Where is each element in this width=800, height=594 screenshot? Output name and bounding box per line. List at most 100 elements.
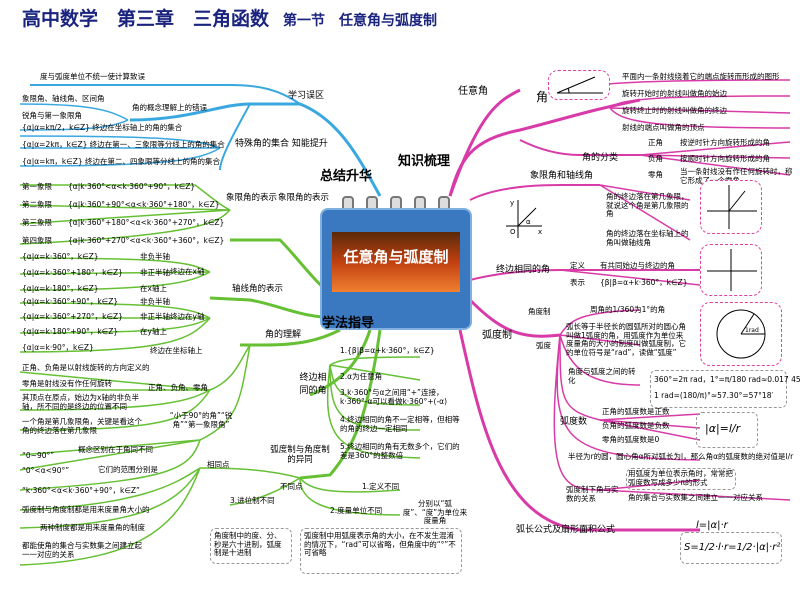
class-1-name: 负角: [648, 154, 663, 163]
diff-item-2: 3.进位制不同: [230, 496, 275, 505]
quad-graph-1-svg: x y O α: [506, 199, 542, 238]
rad-num-1: 负角的弧度数是负数: [602, 421, 670, 430]
quadrant-label: 象限角的表示: [226, 193, 278, 203]
und-item-3: 一个角是第几象限角，关键是看这个角的终边落在第几象限: [22, 417, 142, 435]
conv-label: 角度与弧度之间的转化: [568, 367, 636, 385]
small90-desc-1: 它们的范围分别是: [98, 465, 158, 474]
rad-vs-deg-label: 弧度制与角度制的异同: [270, 445, 330, 465]
quadrant-1-set: {α|k·360°+90°<α<k·360°+180°，k∈Z}: [68, 200, 220, 209]
formula-abs: |α|=l/r: [705, 422, 741, 435]
small90-item-0: “0~90°”: [22, 451, 55, 460]
main-title: 高中数学 第三章 三角函数: [22, 8, 270, 30]
page-title: 高中数学 第三章 三角函数第一节 任意角与弧度制: [22, 4, 437, 31]
radian-circle-box: 1rad: [700, 302, 782, 366]
angle-sketch-box: [548, 70, 610, 100]
y-axis-label: 终边在y轴: [170, 312, 205, 321]
l-formula: l=|α|·r: [696, 520, 728, 531]
und-item-2: 其顶点在原点，始边为x轴的非负半轴，所不同的是终边的位置不同: [22, 393, 139, 411]
diff-box-2: [300, 528, 462, 574]
quad-graph-1: x y O α: [502, 196, 544, 240]
graph-o: O: [510, 228, 516, 236]
common-text-1: 两种制度都是用来度量角的制度: [40, 523, 145, 532]
class-0-desc: 按逆时针方向旋转形成的角: [680, 138, 770, 147]
ability-label: 特殊角的集合 知能提升: [235, 139, 328, 149]
quad-text: 角的终边落在第几象限，就说这个角是第几象限的角: [606, 192, 689, 219]
center-card: 任意角与弧度制: [322, 196, 470, 328]
rotation-item-1: 旋转终止时的射线叫做角的终边: [622, 106, 727, 115]
rep-label: 表示: [570, 278, 585, 287]
rad-num-label: 弧度数: [560, 417, 588, 427]
y-axis-0-desc: 非负半轴: [140, 297, 170, 306]
x-axis-1-set: {α|α=k·360°+180°，k∈Z}: [22, 268, 123, 277]
quad-axis-label: 象限角和轴线角: [530, 171, 594, 181]
s-formula-box: [680, 532, 782, 564]
def-label: 定义: [570, 261, 585, 270]
conv-line-1: 1 rad=(180/π)°≈57.30°=57°18′: [654, 391, 774, 400]
axis-graph-box: [700, 244, 762, 296]
ability-item-1: {α|α=2kπ，k∈Z} 终边在第一、三象限等分线上的角的集合: [22, 140, 225, 149]
degree-text: 周角的1/360为1°的角: [590, 305, 666, 314]
classification-label: 角的分类: [582, 153, 619, 163]
diff-text-0: 分别以“弧度”、“度”为单位来度量角: [402, 499, 468, 526]
rotation-item-0: 旋转开始时的射线叫做角的始边: [622, 89, 727, 98]
half-angle: 半径为r的圆，圆心角α所对弧长为l，那么角α的弧度数的绝对值是l/r: [568, 452, 794, 461]
diff-item-0: 1.定义不同: [362, 482, 400, 491]
rad-label: 弧度: [536, 341, 551, 350]
concept-item-0: 象限角、轴线角、区间角: [22, 94, 105, 103]
degree-def: 角度制: [528, 307, 551, 316]
small90-desc-0: 概念区别在于角同不同: [78, 445, 153, 454]
rad-num-0: 正角的弧度数是正数: [602, 407, 670, 416]
diff-box-1: [210, 528, 292, 564]
rad-text: 弧长等于半径长的圆弧所对的圆心角叫做1弧度的角，用弧度作为单位来度量角的大小的制…: [566, 322, 686, 357]
rr-item-1: 角的集合与实数集之间建立一一对应关系: [628, 493, 763, 502]
on-axes-desc: 终边在坐标轴上: [150, 346, 203, 355]
x-axis-label: 终边在x轴: [170, 267, 205, 276]
angle-label: 角: [536, 90, 549, 104]
radian-label: 弧度制: [482, 330, 512, 341]
graph-y: y: [510, 199, 514, 207]
quadrant-label2: 象限角的表示: [278, 193, 330, 203]
same-end-label: 终边相同的角: [496, 265, 551, 275]
diff-label: 不同点: [280, 482, 303, 491]
quadrant-3-set: {α|k·360°+270°<α<k·360°+360°，k∈Z}: [68, 236, 225, 245]
concept-item-1: 锐角与第一象限角: [22, 111, 82, 120]
graph-x: x: [538, 228, 542, 236]
y-axis-2-desc: 在y轴上: [140, 327, 167, 336]
center-image: [332, 232, 460, 292]
concept-error: 角的概念理解上的错误: [132, 103, 207, 112]
conv-line-0: 360°=2π rad，1°=π/180 rad≈0.017 453 rad: [654, 375, 800, 384]
diff-text-1: 角度制中的度、分、秒是六十进制，弧度制是十进制: [214, 531, 282, 558]
same-end-item-2: 3.k·360°与α之间用“+”连接，k·360°-α可以看做k·360°+(-…: [340, 388, 448, 406]
section-title: 第一节 任意角与弧度制: [283, 13, 438, 29]
quadrant-0-name: 第一象限: [22, 182, 52, 191]
def-text: 有共同始边与终边的角: [600, 261, 675, 270]
y-axis-1-set: {α|α=k·360°+270°，k∈Z}: [22, 312, 123, 321]
quadrant-1-name: 第二象限: [22, 200, 52, 209]
x-axis-0-set: {α|α=k·360°，k∈Z}: [22, 252, 99, 261]
class-2-name: 零角: [648, 170, 663, 179]
y-axis-1-desc: 非正半轴: [140, 312, 170, 321]
small90-item-1: “0°<α<90°”: [22, 466, 70, 475]
quad-graph-box-2: [700, 180, 762, 234]
common-text-0: 弧度制与角度制都是用来度量角大小的: [22, 505, 150, 514]
x-axis-0-desc: 非负半轴: [140, 252, 170, 261]
understanding-label: 角的理解: [265, 330, 302, 340]
quadrant-2-name: 第三象限: [22, 218, 52, 227]
x-axis-2-desc: 在x轴上: [140, 284, 167, 293]
radian-circle-svg: 1rad: [716, 309, 766, 359]
rad-num-2: 零角的弧度数是0: [602, 435, 660, 444]
quadrant-3-name: 第四象限: [22, 236, 52, 245]
und-item-1: 零角是射线没有作任何旋转: [22, 379, 112, 388]
quadrant-2-set: {α|k·360°+180°<α<k·360°+270°，k∈Z}: [68, 218, 225, 227]
rotation-item-2: 射线的端点叫做角的顶点: [622, 123, 705, 132]
ability-item-0: {α|α=kπ/2，k∈Z} 终边在坐标轴上的角的集合: [22, 123, 183, 132]
small90-label: “小于90°的角”“锐角”“第一象限角”: [169, 411, 233, 429]
quadrant-0-set: {α|k·360°<α<k·360°+90°，k∈Z}: [68, 182, 196, 191]
branch-method: 学法指导: [322, 316, 375, 331]
rr-box: [626, 468, 736, 490]
s-formula: S=1/2·l·r=1/2·|α|·r²: [684, 542, 781, 553]
same-end-item-1: 2.α为任意角: [340, 372, 383, 381]
y-axis-2-set: {α|α=k·180°+90°，k∈Z}: [22, 327, 119, 336]
same-end-item-0: 1.{β|β=α+k·360°，k∈Z}: [340, 346, 435, 355]
